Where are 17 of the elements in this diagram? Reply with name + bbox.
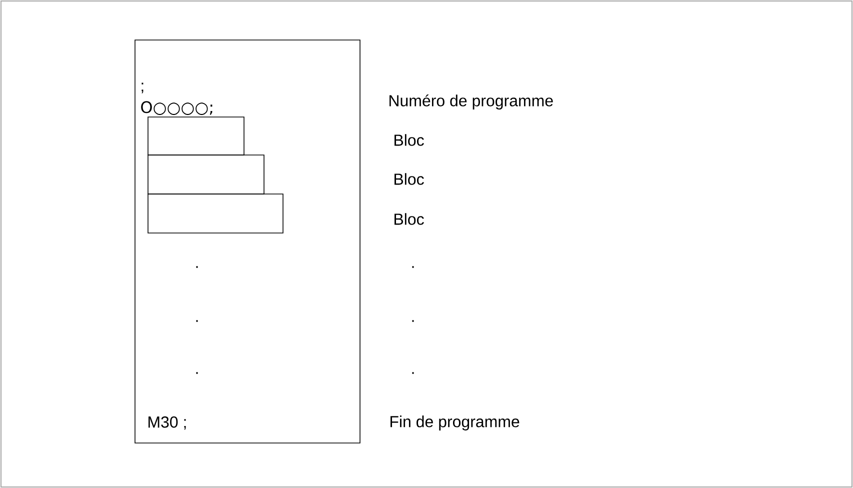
annotation-text: Numéro de programme bbox=[390, 94, 553, 110]
block-box bbox=[148, 194, 284, 234]
dot: . bbox=[196, 266, 198, 268]
dot: . bbox=[412, 266, 414, 268]
code-line: M30 ; bbox=[148, 416, 186, 430]
block-box bbox=[148, 154, 264, 194]
dot: . bbox=[196, 372, 198, 374]
annotation-text: Bloc bbox=[394, 134, 424, 146]
dot: . bbox=[196, 320, 198, 322]
code-line: ; bbox=[142, 82, 144, 94]
dot: . bbox=[412, 320, 414, 322]
dot: . bbox=[412, 372, 414, 374]
block-box bbox=[148, 116, 244, 156]
code-line: O○○○○; bbox=[141, 101, 212, 115]
annotation-text: Bloc bbox=[394, 173, 424, 185]
annotation-text: Bloc bbox=[394, 213, 424, 225]
annotation-text: Fin de programme bbox=[390, 416, 520, 430]
